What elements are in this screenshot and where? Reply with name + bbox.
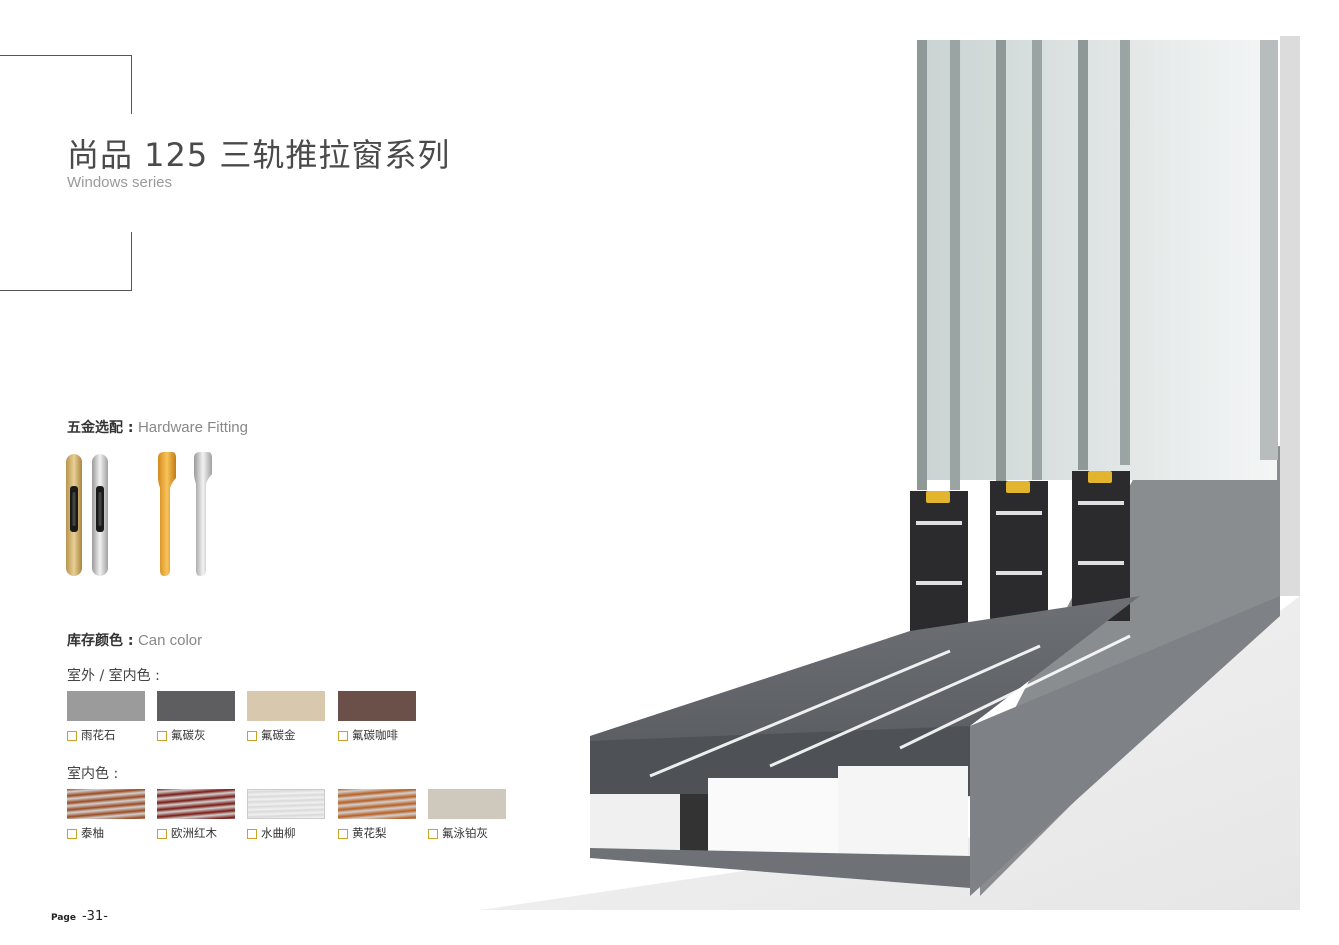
swatch-granite [67,691,145,721]
swatch-label: 氟碳咖啡 [338,727,398,743]
page-number: Page -31- [51,909,108,924]
swatch-fluorocarbon-gray [157,691,235,721]
swatch-european-mahogany [157,789,235,819]
swatch-label: 水曲柳 [247,825,296,841]
lever-handle-silver [194,452,212,576]
swatch-rosewood [338,789,416,819]
title-bracket-bottom [0,232,132,291]
window-profile-image [480,36,1300,910]
swatch-fluorocarbon-coffee [338,691,416,721]
colors-heading-en: Can color [137,632,203,649]
hardware-heading: 五金选配 : Hardware Fitting [67,417,248,437]
page-number-value: -31- [81,909,108,924]
swatch-label: 氟碳灰 [157,727,206,743]
title-bracket-top [0,55,132,114]
indoor-label: 室内色 : [67,766,119,782]
hardware-handles-image [66,452,212,576]
swatch-label: 黄花梨 [338,825,387,841]
swatch-label: 氟泳铂灰 [428,825,488,841]
swatch-label: 泰柚 [67,825,104,841]
colors-heading-cn: 库存颜色 : [67,633,134,649]
colors-heading: 库存颜色 : Can color [67,630,202,650]
flush-handle-gold [66,454,82,576]
swatch-platinum-gray [428,789,506,819]
outdoor-indoor-label: 室外 / 室内色 : [67,668,160,684]
swatch-fluorocarbon-gold [247,691,325,721]
flush-handle-silver [92,454,108,576]
hardware-heading-cn: 五金选配 : [67,420,134,436]
swatch-label: 雨花石 [67,727,116,743]
swatch-teak [67,789,145,819]
swatch-ash-wood [247,789,325,819]
page-word: Page [51,913,76,923]
page-subtitle: Windows series [67,174,173,191]
hardware-heading-en: Hardware Fitting [137,419,248,436]
lever-handle-gold [158,452,176,576]
swatch-label: 欧洲红木 [157,825,217,841]
swatch-label: 氟碳金 [247,727,296,743]
page-title: 尚品 125 三轨推拉窗系列 [67,136,451,174]
